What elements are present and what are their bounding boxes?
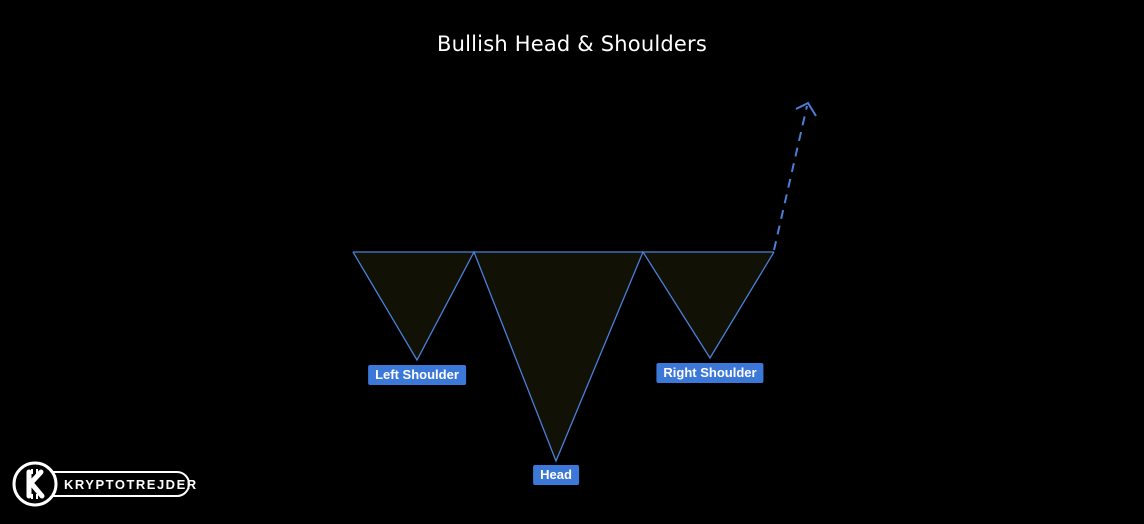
label-left-shoulder: Left Shoulder xyxy=(368,365,466,385)
diagram-title: Bullish Head & Shoulders xyxy=(436,32,708,56)
breakout-arrow-line xyxy=(773,105,808,251)
label-head: Head xyxy=(533,465,579,485)
right-shoulder-shape xyxy=(643,252,774,358)
head-shape xyxy=(474,252,643,461)
brand-name: KRYPTOTREJDER xyxy=(64,477,198,492)
pattern-outline xyxy=(352,250,775,463)
k-coin-icon xyxy=(12,461,58,507)
breakout-arrow-head xyxy=(795,101,817,117)
label-right-shoulder: Right Shoulder xyxy=(656,363,764,383)
left-shoulder-shape xyxy=(353,252,474,360)
